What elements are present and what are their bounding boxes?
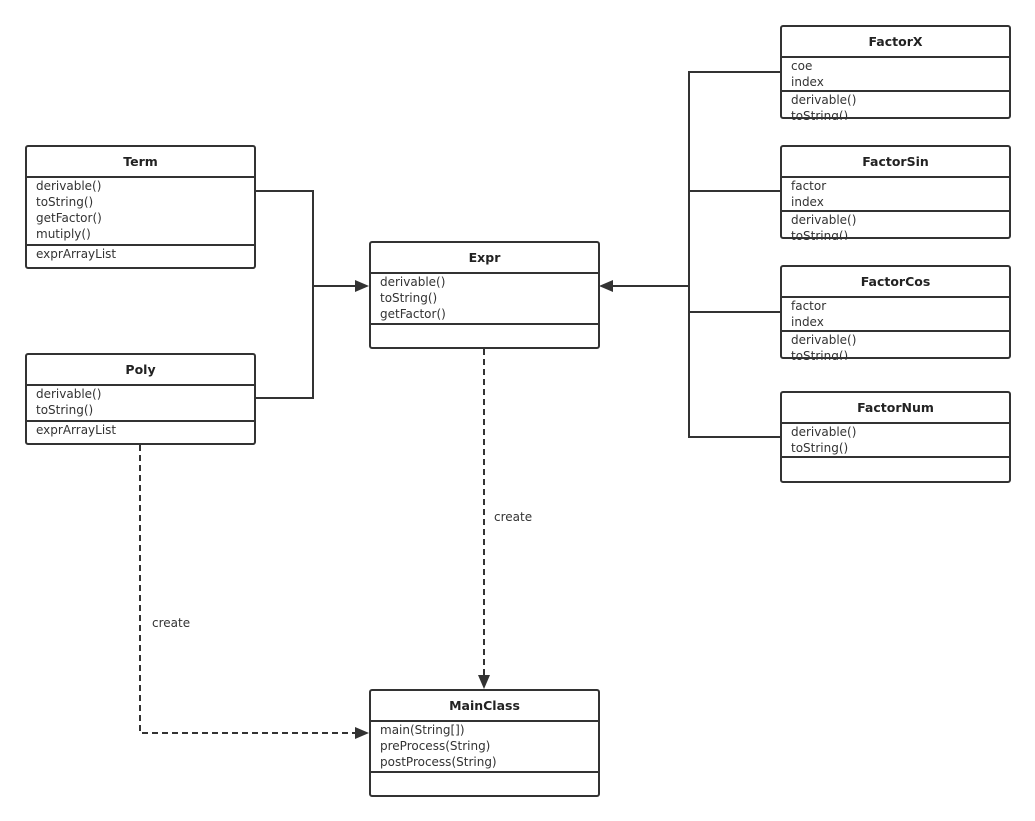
class-name: FactorSin (782, 147, 1009, 178)
class-member: factor (791, 299, 827, 313)
class-member: derivable() (791, 425, 857, 439)
class-section-lower: exprArrayList (27, 420, 254, 447)
class-member: derivable() (791, 93, 857, 107)
class-section-upper: derivable() toString() (27, 386, 254, 420)
class-member: exprArrayList (36, 247, 117, 261)
class-member: derivable() (791, 333, 857, 347)
class-section-upper: main(String[]) preProcess(String) postProc… (371, 722, 598, 771)
class-section-upper: derivable() toString() getFactor() mutiply(… (27, 178, 254, 244)
arrowhead-mainclass-left (355, 727, 369, 739)
class-member: main(String[]) (380, 723, 465, 737)
class-member: getFactor() (380, 307, 446, 321)
class-section-upper: factor index (782, 298, 1009, 330)
edge-label-expr-create: create (492, 510, 535, 524)
class-member: toString() (791, 441, 849, 455)
class-name: FactorNum (782, 393, 1009, 424)
class-name: FactorX (782, 27, 1009, 58)
class-member: postProcess(String) (380, 755, 497, 769)
class-member: toString() (380, 291, 438, 305)
class-member: toString() (36, 403, 94, 417)
class-member: toString() (791, 229, 849, 240)
class-member: toString() (36, 195, 94, 209)
class-member: toString() (791, 349, 849, 360)
class-section-lower (782, 456, 1009, 484)
arrowhead-mainclass-top (478, 675, 490, 689)
arrowhead-expr-left (355, 280, 369, 292)
class-member: derivable() (791, 213, 857, 227)
class-section-upper: derivable() toString() getFactor() (371, 274, 598, 323)
class-member: index (791, 75, 824, 89)
edge-label-poly-create: create (150, 616, 193, 630)
class-member: toString() (791, 109, 849, 120)
class-member: getFactor() (36, 211, 102, 225)
class-section-lower: derivable() toString() (782, 90, 1009, 120)
class-member: index (791, 315, 824, 329)
arrowhead-expr-right (599, 280, 613, 292)
class-member: index (791, 195, 824, 209)
edge-poly-mainclass (139, 445, 355, 734)
class-member: factor (791, 179, 827, 193)
class-section-lower: derivable() toString() (782, 210, 1009, 240)
class-section-upper: derivable() toString() (782, 424, 1009, 456)
class-name: Term (27, 147, 254, 178)
class-name: Poly (27, 355, 254, 386)
edge-factors-bus (688, 71, 780, 438)
class-section-lower: derivable() toString() (782, 330, 1009, 360)
class-member: preProcess(String) (380, 739, 491, 753)
class-name: Expr (371, 243, 598, 274)
class-member: derivable() (380, 275, 446, 289)
class-section-lower (371, 771, 598, 799)
class-name: MainClass (371, 691, 598, 722)
class-member: coe (791, 59, 813, 73)
class-name: FactorCos (782, 267, 1009, 298)
edge-term-poly-bus (255, 190, 314, 399)
class-section-upper: factor index (782, 178, 1009, 210)
class-section-upper: coe index (782, 58, 1009, 90)
class-member: exprArrayList (36, 423, 117, 437)
class-member: mutiply() (36, 227, 91, 241)
class-member: derivable() (36, 179, 102, 193)
class-section-lower (371, 323, 598, 351)
class-member: derivable() (36, 387, 102, 401)
class-section-lower: exprArrayList (27, 244, 254, 271)
